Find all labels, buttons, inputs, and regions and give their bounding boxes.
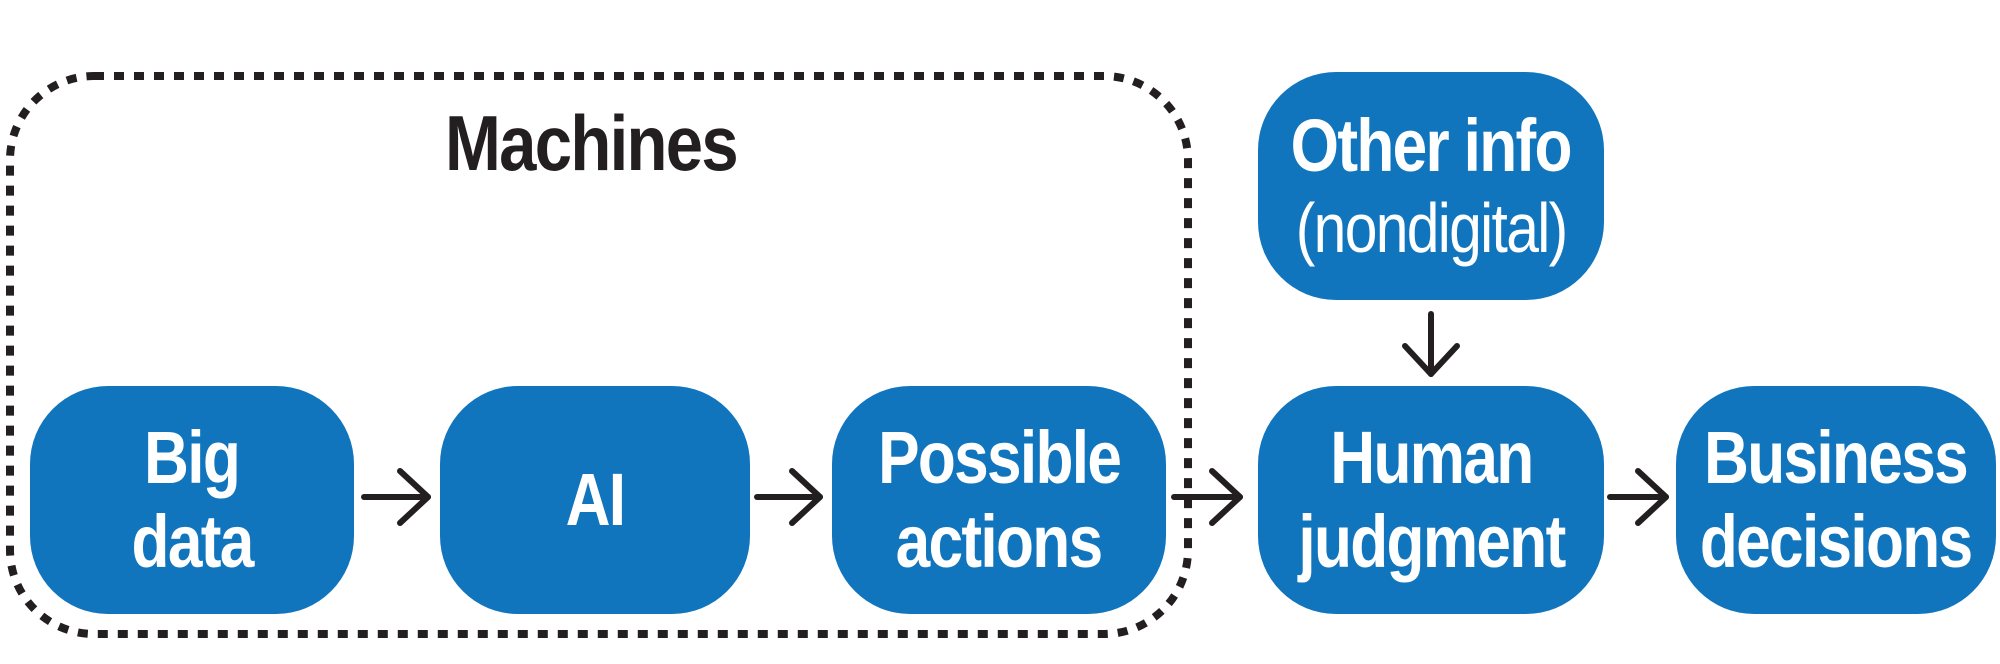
big-data-line2: data xyxy=(131,500,254,583)
human-judgment-node: Human judgment xyxy=(1258,386,1604,614)
ai-line1: AI xyxy=(565,458,626,541)
human-judgment-line1: Human xyxy=(1329,416,1534,499)
ai-node: AI xyxy=(440,386,750,614)
arrow-judgment-to-decisions xyxy=(1607,468,1669,526)
business-decisions-node: Business decisions xyxy=(1676,386,1996,614)
other-info-line1: Other info xyxy=(1290,104,1573,187)
machines-group-label: Machines xyxy=(445,99,739,187)
arrow-ai-to-actions xyxy=(754,468,823,526)
business-decisions-line2: decisions xyxy=(1700,500,1973,583)
human-judgment-line2: judgment xyxy=(1297,500,1566,583)
possible-actions-node: Possible actions xyxy=(832,386,1166,614)
machines-group-border xyxy=(6,72,1192,638)
possible-actions-line1: Possible xyxy=(877,416,1122,499)
business-decisions-line1: Business xyxy=(1704,416,1970,499)
possible-actions-line2: actions xyxy=(896,500,1104,583)
big-data-node: Big data xyxy=(30,386,354,614)
arrow-otherinfo-to-judgment xyxy=(1402,311,1460,377)
arrow-bigdata-to-ai xyxy=(361,468,431,526)
big-data-line1: Big xyxy=(144,416,241,499)
other-info-line2: (nondigital) xyxy=(1295,189,1568,267)
other-info-node: Other info (nondigital) xyxy=(1258,72,1604,300)
arrow-actions-to-judgment xyxy=(1171,468,1243,526)
